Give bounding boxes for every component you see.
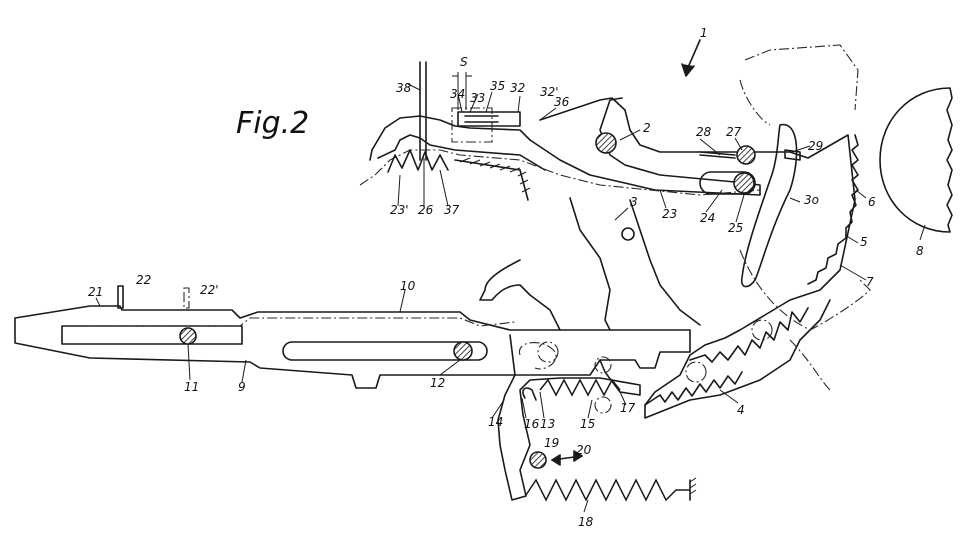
label-23p: 23': [390, 203, 409, 217]
dashed-pivots: [537, 319, 773, 414]
label-24: 24: [700, 211, 715, 225]
label-12: 12: [430, 376, 445, 390]
label-22: 22: [136, 273, 151, 287]
label-10: 10: [400, 279, 416, 293]
label-32: 32: [510, 81, 525, 95]
pin-11: [179, 327, 197, 345]
label-20: 20: [576, 443, 592, 457]
label-14: 14: [488, 415, 503, 429]
label-11: 11: [184, 380, 199, 394]
label-19: 19: [544, 436, 559, 450]
label-17: 17: [620, 401, 636, 415]
label-6: 6: [868, 195, 876, 209]
figure-title: Fig.2: [236, 106, 309, 141]
label-9: 9: [238, 380, 246, 394]
label-8: 8: [916, 244, 924, 258]
pin-27: [736, 145, 756, 165]
pin-12: [453, 341, 473, 361]
label-S: S: [460, 55, 468, 69]
label-5: 5: [860, 235, 868, 249]
label-18: 18: [578, 515, 594, 529]
label-35: 35: [490, 79, 505, 93]
label-3: 3: [630, 195, 638, 209]
segment-plate-3: [479, 44, 871, 419]
label-16: 16: [524, 417, 540, 431]
springs: [525, 378, 697, 502]
pins: [179, 132, 756, 469]
label-37: 37: [444, 203, 460, 217]
label-38: 38: [396, 81, 412, 95]
pin-19: [529, 451, 547, 469]
label-29: 29: [808, 139, 823, 153]
label-23: 23: [662, 207, 677, 221]
label-33: 33: [470, 91, 485, 105]
lever-9: [14, 305, 691, 389]
label-34: 34: [450, 87, 465, 101]
latch-lever-23: [359, 61, 801, 201]
label-25: 25: [728, 221, 743, 235]
label-22p: 22': [200, 283, 219, 297]
label-7: 7: [866, 275, 874, 289]
pawl-14: [497, 334, 641, 501]
label-15: 15: [580, 417, 595, 431]
label-13: 13: [540, 417, 555, 431]
label-3o: 3o: [804, 193, 819, 207]
label-32p: 32': [540, 85, 559, 99]
label-2: 2: [643, 121, 651, 135]
arrows: [551, 39, 701, 466]
leader-lines: [95, 83, 926, 513]
label-27: 27: [726, 125, 742, 139]
pin-25: [733, 172, 755, 194]
reference-labels: 1 2 3 3o 4 5 6 7 8 9 10 11 12 13 14 15 1…: [88, 26, 924, 529]
label-1: 1: [700, 26, 708, 40]
label-21: 21: [88, 285, 103, 299]
label-36: 36: [554, 95, 570, 109]
pivot-pin-2: [595, 132, 617, 154]
label-28: 28: [696, 125, 712, 139]
roller-8: [879, 87, 953, 233]
label-4: 4: [737, 403, 745, 417]
pins-22: [117, 285, 190, 309]
label-26: 26: [418, 203, 434, 217]
